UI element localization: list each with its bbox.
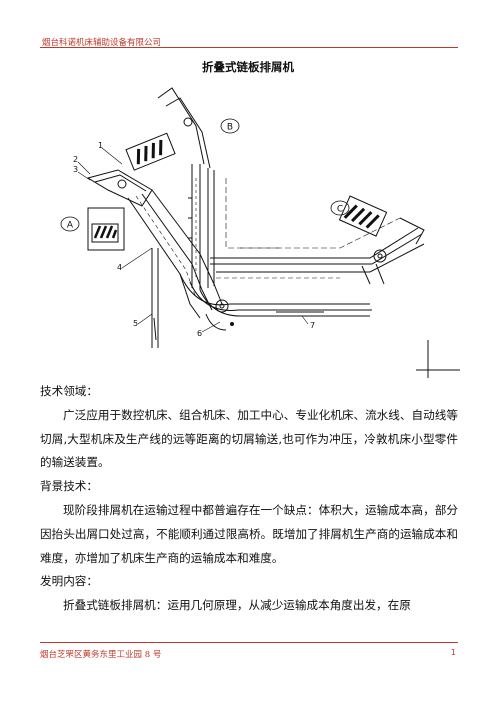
part-number-7: 7 [310,321,315,330]
part-number-2: 2 [73,155,78,164]
view-label-b: B [227,123,233,133]
section-heading-invention: 发明内容： [40,574,98,589]
machine-unit-c [210,178,460,378]
section-heading-field: 技术领域： [40,384,98,398]
part-number-labels: 1 2 3 4 5 6 7 [73,141,315,338]
view-label-c: C [337,205,343,215]
conveyor-drawing: A B C 1 2 3 4 5 6 7 [40,78,460,378]
part-number-4: 4 [117,263,122,272]
page-footer-address: 烟台芝罘区黄务东里工业园 8 号 [40,650,162,660]
page-number: 1 [450,648,456,657]
part-number-3: 3 [73,165,78,174]
machine-unit-a [86,132,223,348]
page-header-company: 烟台科诺机床辅助设备有限公司 [42,38,162,48]
header-rule [40,47,458,48]
view-labels: A B C [60,118,350,232]
section-heading-background: 背景技术： [40,479,98,494]
part-number-5: 5 [133,319,138,328]
paragraph-field: 广泛应用于数控机床、组合机床、加工中心、专业化机床、流水线、自动线等切屑,大型机… [40,407,458,470]
part-number-6: 6 [197,329,202,338]
view-label-a: A [67,221,74,231]
paragraph-invention: 折叠式链板排屑机：运用几何原理，从减少运输成本角度出发，在原 [63,598,411,613]
paragraph-background: 现阶段排屑机在运输过程中都普遍存在一个缺点：体积大，运输成本高，部分因抬头出屑口… [40,502,458,565]
document-body: 技术领域： 广泛应用于数控机床、组合机床、加工中心、专业化机床、流水线、自动线等… [40,380,458,618]
machine-unit-b [157,87,372,331]
footer-rule [40,642,458,643]
part-number-1: 1 [98,141,103,150]
document-title: 折叠式链板排屑机 [202,60,294,74]
